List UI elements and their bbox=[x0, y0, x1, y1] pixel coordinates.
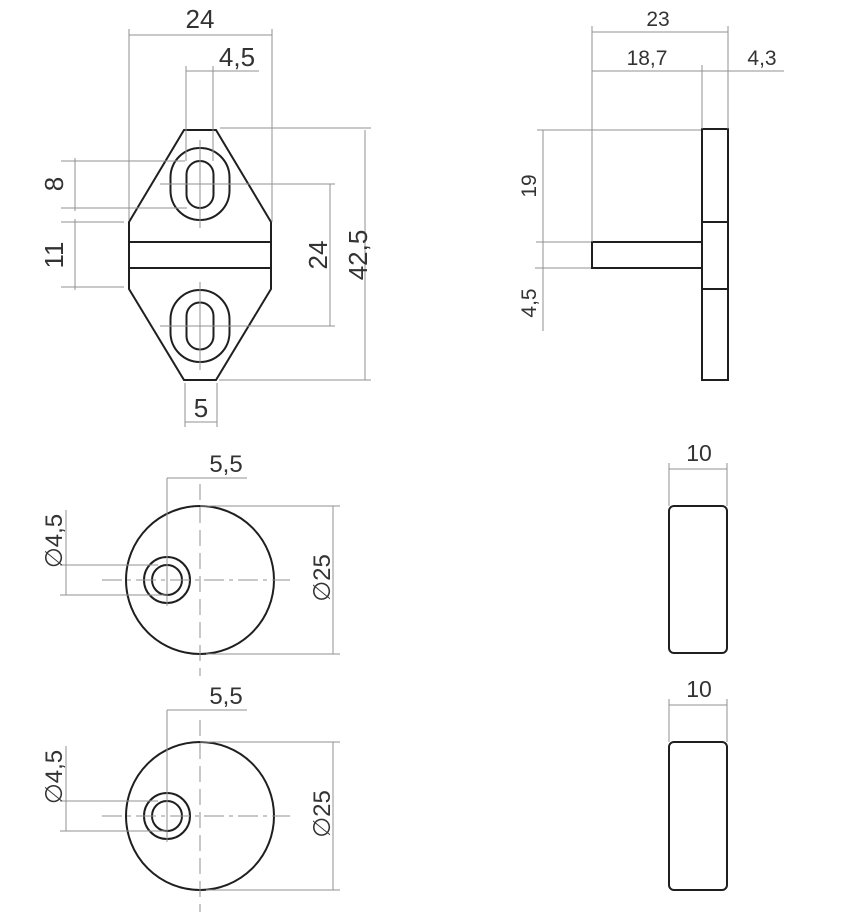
dim-slot-width-label: 4,5 bbox=[219, 42, 255, 72]
magnet-side-view-bottom: 10 bbox=[668, 676, 728, 891]
dim-edge-height-lines bbox=[61, 219, 124, 290]
dim-tongue-depth-lines bbox=[592, 65, 784, 129]
dim-hole-diameter-label: ∅4,5 bbox=[41, 750, 68, 804]
dim-thickness-label: 10 bbox=[686, 676, 712, 702]
magnet-front-view-bottom: 5,5 ∅4,5 ∅25 bbox=[41, 683, 340, 912]
dim-upper-height-label: 19 bbox=[518, 174, 541, 197]
dim-bottom-width-lines bbox=[184, 383, 218, 427]
dim-hole-spacing-label: 24 bbox=[303, 241, 333, 270]
dim-hole-diameter-label: ∅4,5 bbox=[41, 514, 68, 568]
dim-thickness-lines bbox=[668, 463, 728, 506]
dim-total-height-lines bbox=[219, 127, 371, 381]
side-plate bbox=[701, 128, 729, 381]
dim-slot-length-label: 8 bbox=[39, 177, 69, 191]
dim-hole-diameter-lines bbox=[60, 510, 166, 596]
dim-slot-length-lines bbox=[61, 158, 187, 211]
magnet-side-view-top: 10 bbox=[668, 440, 728, 654]
dim-edge-height-label: 11 bbox=[39, 242, 69, 269]
dim-hole-offset-label: 5,5 bbox=[209, 683, 242, 710]
dim-hole-offset-label: 5,5 bbox=[209, 451, 242, 478]
dim-outer-diameter-label: ∅25 bbox=[309, 554, 336, 602]
dim-depth-label: 23 bbox=[646, 8, 669, 31]
dim-tongue-thickness-label: 4,5 bbox=[518, 288, 541, 317]
side-tongue bbox=[591, 241, 702, 269]
dim-top-width-label: 24 bbox=[186, 4, 215, 34]
dim-depth-lines bbox=[591, 26, 729, 242]
bracket-front-view: 24 4,5 8 11 24 42,5 5 bbox=[39, 4, 373, 427]
bracket-outline bbox=[128, 129, 272, 381]
dim-total-height-label: 42,5 bbox=[343, 230, 373, 281]
dim-upper-height-lines bbox=[535, 129, 701, 331]
dim-outer-diameter-label: ∅25 bbox=[309, 790, 336, 838]
dim-outer-diameter-lines bbox=[200, 741, 340, 891]
magnet-side-outline bbox=[668, 505, 728, 654]
dim-thickness-label: 10 bbox=[686, 440, 712, 466]
magnet-front-view-top: 5,5 ∅4,5 ∅25 bbox=[41, 451, 340, 676]
dim-thickness-lines bbox=[668, 699, 728, 742]
dim-hole-diameter-lines bbox=[60, 746, 166, 832]
dim-slot-width-lines bbox=[185, 66, 259, 161]
dim-outer-diameter-lines bbox=[200, 505, 340, 655]
dim-top-width-lines bbox=[128, 29, 273, 222]
bracket-side-view: 23 18,7 4,3 19 4,5 bbox=[518, 8, 784, 381]
magnet-side-outline bbox=[668, 741, 728, 891]
dim-bottom-width-label: 5 bbox=[194, 393, 208, 423]
dim-plate-thickness-label: 4,3 bbox=[747, 47, 776, 70]
dim-tongue-depth-label: 18,7 bbox=[627, 47, 668, 70]
